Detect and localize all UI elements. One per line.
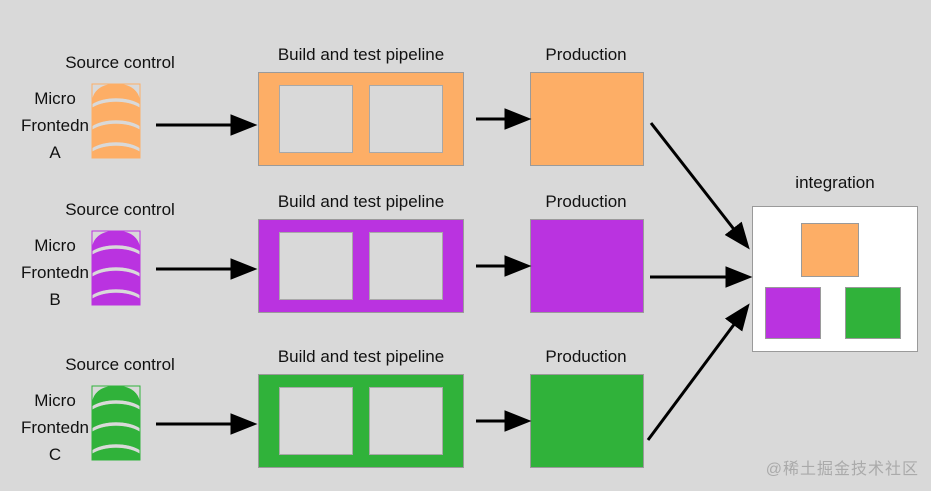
row-a-production-box xyxy=(530,72,644,166)
integration-square-purple xyxy=(765,287,821,339)
row-b-pipeline-stage-1 xyxy=(279,232,353,300)
row-c-production-label: Production xyxy=(545,347,627,366)
arrow-production-c-to-integration xyxy=(646,303,750,441)
row-c-source-control-label: Source control xyxy=(65,355,175,374)
row-a-pipeline-box xyxy=(258,72,464,166)
row-c-pipeline-box xyxy=(258,374,464,468)
row-c-mf-line3: C xyxy=(48,445,62,464)
integration-panel xyxy=(752,206,918,352)
row-b-production-label: Production xyxy=(545,192,627,211)
row-c-pipeline-stage-2 xyxy=(369,387,443,455)
row-c-micro-frontend-label: Micro Frontedn C xyxy=(5,387,105,468)
row-a-pipeline-label: Build and test pipeline xyxy=(277,45,445,64)
watermark: @稀土掘金技术社区 xyxy=(765,461,919,478)
row-b-mf-line3: B xyxy=(49,290,61,309)
row-b-mf-line1: Micro xyxy=(34,236,76,255)
arrow-production-a-to-integration xyxy=(649,122,750,250)
row-c-pipeline-label: Build and test pipeline xyxy=(277,347,445,366)
row-b-pipeline-label: Build and test pipeline xyxy=(277,192,445,211)
row-a-pipeline-stage-1 xyxy=(279,85,353,153)
row-a-mf-line3: A xyxy=(49,143,61,162)
row-c-pipeline-stage-1 xyxy=(279,387,353,455)
row-c-production-box xyxy=(530,374,644,468)
row-a-source-control-label: Source control xyxy=(65,53,175,72)
row-b-pipeline-stage-2 xyxy=(369,232,443,300)
integration-label: integration xyxy=(795,173,875,192)
row-b-source-control-label: Source control xyxy=(65,200,175,219)
row-b-source-control-icon xyxy=(90,229,142,307)
row-a-production-label: Production xyxy=(545,45,627,64)
row-b-micro-frontend-label: Micro Frontedn B xyxy=(5,232,105,313)
row-a-mf-line1: Micro xyxy=(34,89,76,108)
row-b-pipeline-box xyxy=(258,219,464,313)
row-a-micro-frontend-label: Micro Frontedn A xyxy=(5,85,105,166)
row-c-mf-line1: Micro xyxy=(34,391,76,410)
row-a-mf-line2: Frontedn xyxy=(20,116,90,135)
integration-square-green xyxy=(845,287,901,339)
row-a-source-control-icon xyxy=(90,82,142,160)
row-b-production-box xyxy=(530,219,644,313)
row-c-source-control-icon xyxy=(90,384,142,462)
integration-square-orange xyxy=(801,223,859,277)
row-c-mf-line2: Frontedn xyxy=(20,418,90,437)
row-b-mf-line2: Frontedn xyxy=(20,263,90,282)
row-a-pipeline-stage-2 xyxy=(369,85,443,153)
